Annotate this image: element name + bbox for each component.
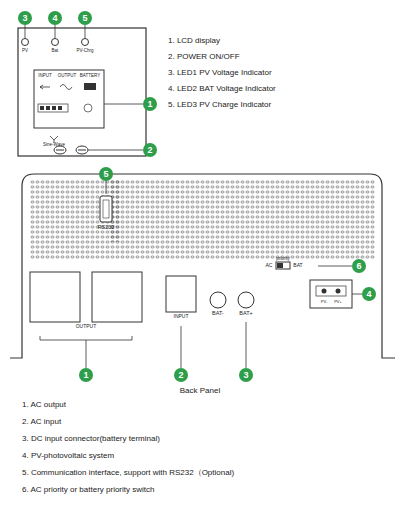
- priority-switch: [276, 262, 290, 269]
- led: [82, 39, 89, 46]
- callout-number: 3: [22, 13, 27, 23]
- list-item: 5. Communication interface, support with…: [22, 468, 234, 477]
- pv-terminal: [310, 280, 352, 308]
- list-item: 2. POWER ON/OFF: [168, 52, 240, 61]
- led: [22, 39, 29, 46]
- callout-circle: 3: [239, 368, 253, 382]
- callout-circle: 5: [78, 11, 92, 25]
- callout-number: 4: [366, 289, 371, 299]
- callout-number: 5: [103, 169, 108, 179]
- lcd-display: [34, 70, 104, 128]
- list-item: 3. LED1 PV Voltage Indicator: [168, 68, 272, 77]
- input-socket: [166, 276, 196, 312]
- part-label: BATTERY: [80, 73, 100, 78]
- part-label: INPUT: [38, 73, 52, 78]
- list-item: 2. AC input: [22, 417, 61, 426]
- list-item: 5. LED3 PV Charge Indicator: [168, 100, 271, 109]
- callout-circle: 2: [143, 143, 157, 157]
- front-panel: [18, 28, 146, 156]
- part-label: OUTPUT: [76, 324, 97, 330]
- part-label: PV-: [321, 300, 327, 305]
- list-item: 3. DC input connector(battery terminal): [22, 434, 160, 443]
- callout-circle: 1: [143, 97, 157, 111]
- callout-number: 2: [178, 370, 183, 380]
- callout-number: 4: [52, 13, 57, 23]
- part-label: PV-Chrg: [76, 48, 93, 53]
- part-label: BAT+: [239, 310, 253, 316]
- callout-number: 2: [147, 145, 152, 155]
- list-item: 1. LCD display: [168, 36, 220, 45]
- part-label: priority: [276, 256, 290, 261]
- list-item: 1. AC output: [22, 400, 66, 409]
- callout-number: 1: [147, 99, 152, 109]
- callout-circle: 4: [48, 11, 62, 25]
- part-label: OUTPUT: [58, 73, 77, 78]
- part-label: Bat: [52, 48, 59, 53]
- part-label: Sine-Wave: [43, 142, 65, 147]
- callout-circle: 1: [79, 368, 93, 382]
- callout-number: 5: [82, 13, 87, 23]
- bat-terminal: [238, 292, 254, 308]
- callout-circle: 3: [18, 11, 32, 25]
- part-label: PV+: [334, 300, 342, 305]
- part-label: PV: [22, 48, 28, 53]
- part-label: BAT-: [212, 310, 224, 316]
- housing: [10, 174, 395, 358]
- callout-circle: 2: [174, 368, 188, 382]
- callout-circle: 5: [99, 167, 113, 181]
- callout-number: 3: [243, 370, 248, 380]
- callout-number: 6: [356, 261, 361, 271]
- list-item: 4. PV-photovoltaic system: [22, 451, 114, 460]
- part-label: RS232: [98, 224, 115, 230]
- part-label: INPUT: [174, 314, 189, 320]
- list-item: 6. AC priority or battery priority switc…: [22, 485, 154, 494]
- output-socket: [30, 272, 80, 322]
- bat-terminal: [210, 292, 226, 308]
- callout-circle: 6: [352, 259, 366, 273]
- callout-circle: 4: [362, 287, 376, 301]
- led: [52, 39, 59, 46]
- list-item: 4. LED2 BAT Voltage Indicator: [168, 84, 276, 93]
- callout-number: 1: [83, 370, 88, 380]
- part-label: AC: [266, 263, 273, 269]
- rs232-port: [100, 196, 112, 222]
- caption: Back Panel: [180, 386, 220, 395]
- output-socket: [92, 272, 142, 322]
- part-label: BAT: [293, 263, 302, 269]
